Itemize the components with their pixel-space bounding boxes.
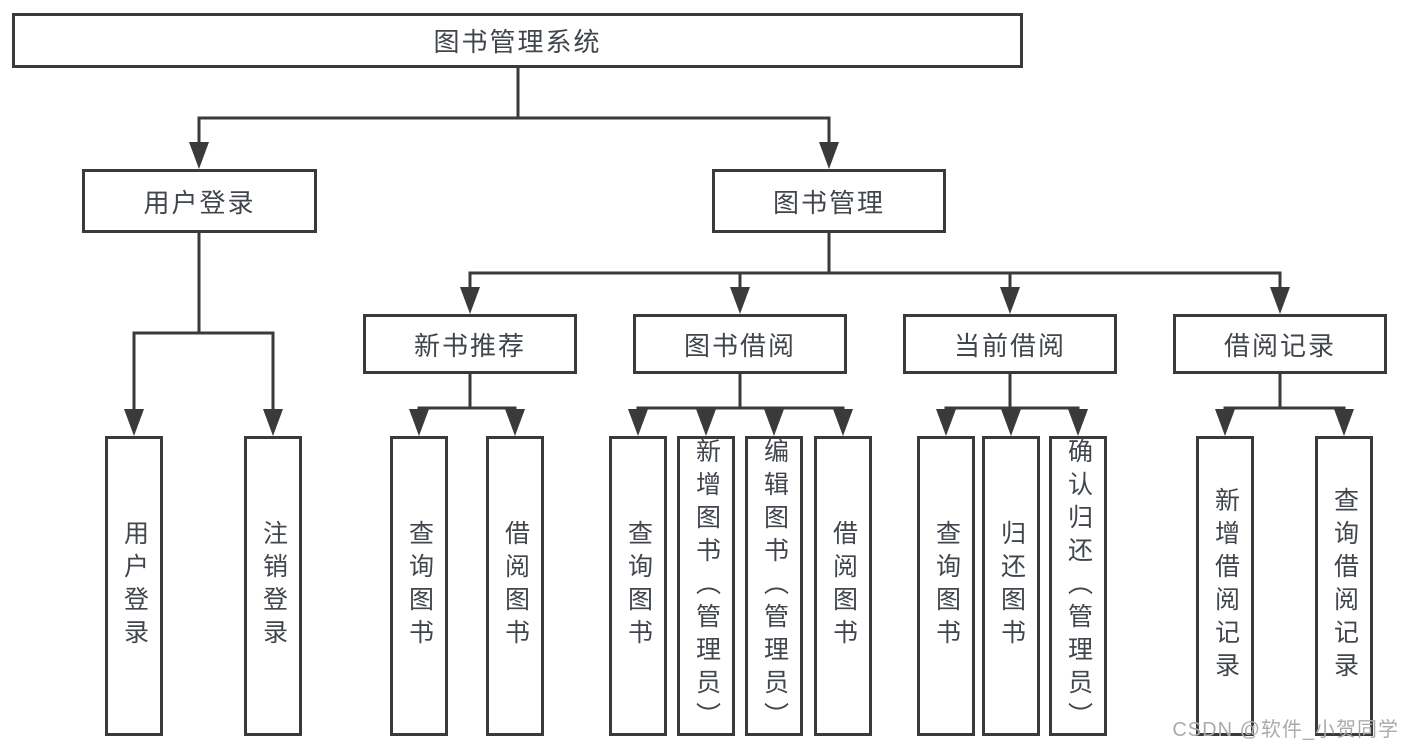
leaf-borrowing-add-books-admin: 新增图书（管理员） — [677, 436, 735, 736]
node-label: 用户登录 — [120, 520, 149, 652]
arrowhead — [819, 142, 839, 169]
leaf-user-login: 用户登录 — [105, 436, 163, 736]
arrowhead — [1068, 409, 1088, 436]
arrowhead — [263, 409, 283, 436]
arrowhead — [460, 287, 480, 314]
node-label: 注销登录 — [259, 520, 288, 652]
arrowhead — [628, 409, 648, 436]
connector-current-borrowing-to-leaves — [936, 373, 1088, 436]
node-user-login: 用户登录 — [82, 169, 317, 233]
node-label: 当前借阅 — [953, 330, 1066, 361]
leaf-records-add-record: 新增借阅记录 — [1196, 436, 1254, 736]
node-label: 用户登录 — [143, 187, 256, 218]
node-label: 图书管理系统 — [433, 27, 602, 57]
arrowhead — [1000, 287, 1020, 314]
node-label: 新书推荐 — [413, 330, 526, 361]
leaf-borrowing-edit-books-admin: 编辑图书（管理员） — [745, 436, 803, 736]
node-label: 新增图书（管理员） — [692, 437, 721, 735]
node-label: 查询图书 — [624, 520, 653, 652]
connector-root-to-level2 — [189, 68, 839, 169]
arrowhead — [764, 409, 784, 436]
node-current-borrowing: 当前借阅 — [903, 314, 1117, 374]
connector-borrowing-records-to-leaves — [1215, 373, 1354, 436]
leaf-current-confirm-return-admin: 确认归还（管理员） — [1049, 436, 1107, 736]
node-label: 查询借阅记录 — [1330, 487, 1359, 685]
node-book-management: 图书管理 — [712, 169, 946, 233]
arrowhead — [409, 409, 429, 436]
node-label: 查询图书 — [405, 520, 434, 652]
node-borrowing-records: 借阅记录 — [1173, 314, 1387, 374]
leaf-current-query-books: 查询图书 — [917, 436, 975, 736]
node-label: 归还图书 — [997, 520, 1026, 652]
leaf-current-return-books: 归还图书 — [982, 436, 1040, 736]
connector-book-management-to-level3 — [460, 232, 1290, 314]
arrowhead — [189, 142, 209, 169]
arrowhead — [696, 409, 716, 436]
node-book-borrowing: 图书借阅 — [633, 314, 847, 374]
node-library-management-system: 图书管理系统 — [12, 13, 1023, 68]
connector-book-borrowing-to-leaves — [628, 373, 853, 436]
node-label: 借阅图书 — [829, 520, 858, 652]
leaf-borrowing-query-books: 查询图书 — [609, 436, 667, 736]
arrowhead — [124, 409, 144, 436]
node-label: 图书管理 — [772, 187, 885, 218]
node-label: 新增借阅记录 — [1211, 487, 1240, 685]
node-label: 编辑图书（管理员） — [760, 437, 789, 735]
node-label: 确认归还（管理员） — [1064, 437, 1093, 735]
leaf-logout: 注销登录 — [244, 436, 302, 736]
arrowhead — [1001, 409, 1021, 436]
arrowhead — [505, 409, 525, 436]
arrowhead — [1334, 409, 1354, 436]
node-label: 查询图书 — [932, 520, 961, 652]
leaf-newrec-query-books: 查询图书 — [390, 436, 448, 736]
connector-new-book-recommendation-to-leaves — [409, 373, 525, 436]
arrowhead — [730, 287, 750, 314]
node-label: 借阅图书 — [501, 520, 530, 652]
leaf-borrowing-borrow-books: 借阅图书 — [814, 436, 872, 736]
leaf-newrec-borrow-books: 借阅图书 — [486, 436, 544, 736]
csdn-watermark: CSDN @软件_小贺同学 — [1172, 719, 1399, 741]
connector-user-login-to-leaves — [124, 232, 283, 436]
arrowhead — [1215, 409, 1235, 436]
node-label: 借阅记录 — [1223, 330, 1336, 361]
arrowhead — [833, 409, 853, 436]
node-new-book-recommendation: 新书推荐 — [363, 314, 577, 374]
arrowhead — [936, 409, 956, 436]
node-label: 图书借阅 — [683, 330, 796, 361]
arrowhead — [1270, 287, 1290, 314]
leaf-records-query-record: 查询借阅记录 — [1315, 436, 1373, 736]
